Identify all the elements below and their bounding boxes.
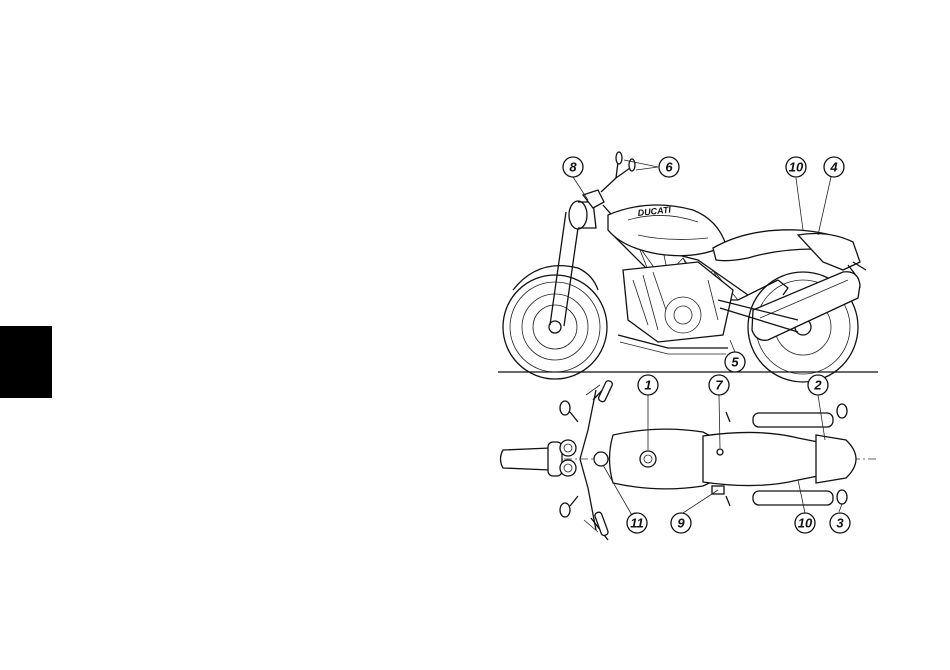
svg-text:10: 10	[789, 160, 804, 175]
handlebar	[601, 178, 616, 192]
grip-left	[598, 380, 614, 403]
top-mirror-left	[560, 401, 570, 415]
muffler	[752, 272, 860, 341]
motorcycle-illustration: DUCATI	[498, 150, 883, 545]
mirror-right	[629, 159, 635, 171]
callout-9: 9	[671, 513, 691, 533]
mirror-left	[616, 152, 622, 164]
svg-text:1: 1	[644, 378, 651, 393]
callout-8: 8	[563, 157, 583, 177]
tail-section	[798, 234, 860, 270]
svg-text:11: 11	[630, 516, 644, 531]
callout-1: 1	[638, 375, 658, 395]
callout-10-top: 10	[795, 513, 815, 533]
svg-text:8: 8	[569, 160, 577, 175]
leader-6b	[636, 167, 658, 170]
turn-signal-rear-left	[837, 404, 847, 418]
ignition-switch	[594, 452, 608, 466]
tachometer	[560, 460, 576, 476]
top-muffler-right	[753, 491, 833, 505]
leader-4	[818, 177, 831, 235]
callout-5: 5	[725, 352, 745, 372]
svg-text:4: 4	[829, 160, 838, 175]
top-front-fender	[501, 448, 551, 470]
top-view: 1 7 2 11 9 10 3	[500, 375, 878, 540]
side-view: DUCATI	[498, 152, 878, 382]
callout-7: 7	[709, 375, 729, 395]
svg-text:7: 7	[715, 378, 723, 393]
top-tail	[816, 435, 856, 483]
leader-9	[683, 490, 718, 513]
fuel-filler-cap	[640, 451, 656, 467]
instrument-cluster	[583, 190, 604, 208]
callout-2: 2	[808, 375, 828, 395]
speedometer	[560, 440, 576, 456]
top-seat	[703, 432, 833, 485]
leader-3	[839, 504, 842, 512]
leader-5	[730, 340, 735, 352]
svg-text:2: 2	[813, 378, 822, 393]
callout-6: 6	[659, 157, 679, 177]
svg-text:5: 5	[731, 355, 739, 370]
callout-3: 3	[830, 513, 850, 533]
callout-11: 11	[627, 513, 647, 533]
motorcycle-figure: DUCATI	[498, 150, 883, 545]
svg-text:6: 6	[665, 160, 673, 175]
footrest	[778, 280, 788, 295]
svg-text:3: 3	[836, 516, 844, 531]
leader-8	[573, 177, 588, 200]
svg-text:10: 10	[798, 516, 813, 531]
top-mirror-right	[560, 503, 570, 517]
turn-signal-rear-right	[837, 490, 847, 504]
callout-4: 4	[824, 157, 844, 177]
section-tab	[0, 326, 52, 398]
svg-text:9: 9	[677, 516, 685, 531]
callout-10-side: 10	[786, 157, 806, 177]
leader-10-side	[796, 178, 803, 230]
